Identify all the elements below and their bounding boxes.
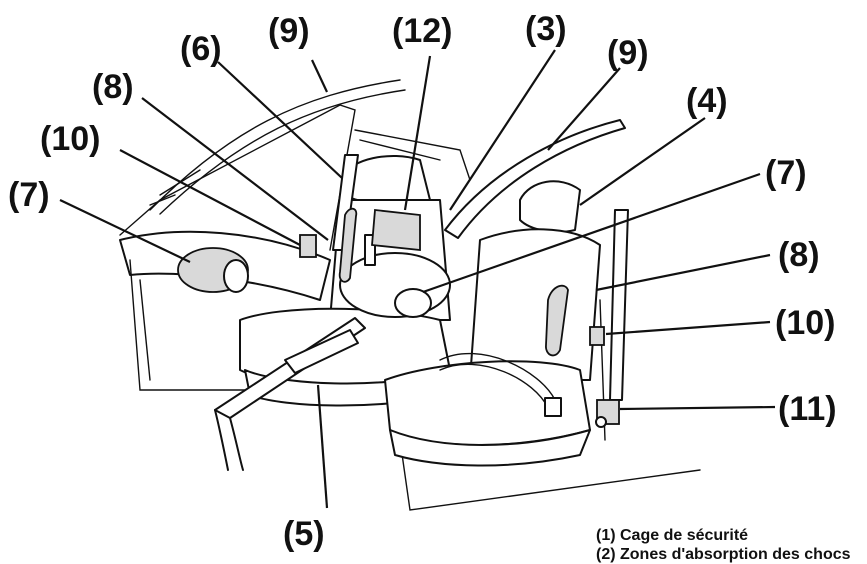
callout-4: (4) <box>686 82 728 120</box>
leader-7-left <box>59 199 191 263</box>
legend-item-2: (2) Zones d'absorption des chocs <box>596 546 851 563</box>
leader-8-right <box>595 253 771 292</box>
callout-labels: (9) (12) (3) (6) (9) (8) (4) (10) (7) (7… <box>8 10 837 553</box>
callout-9-right: (9) <box>607 34 649 72</box>
legend: (1) Cage de sécurité (2) Zones d'absorpt… <box>596 526 851 564</box>
callout-6: (6) <box>180 30 222 68</box>
leader-11 <box>619 405 776 411</box>
leader-12 <box>403 55 432 211</box>
leader-8-left <box>141 97 329 241</box>
callout-8-left: (8) <box>92 68 134 106</box>
callout-8-right: (8) <box>778 236 820 274</box>
leader-3 <box>449 49 556 211</box>
callout-7-right: (7) <box>765 154 807 192</box>
callout-10-left: (10) <box>40 120 100 158</box>
callout-9-top: (9) <box>268 12 310 50</box>
leader-9-right <box>547 67 621 151</box>
callout-10-right: (10) <box>775 304 835 342</box>
leader-10-right <box>605 320 771 336</box>
leader-4 <box>579 117 706 206</box>
callout-3: (3) <box>525 10 567 48</box>
callout-7-left: (7) <box>8 176 50 214</box>
callout-12: (12) <box>392 12 452 50</box>
leader-5 <box>316 384 329 509</box>
legend-item-1: (1) Cage de sécurité <box>596 527 749 544</box>
leader-6 <box>217 61 343 179</box>
leader-7-right <box>422 172 761 294</box>
leader-9-top <box>311 59 328 93</box>
callout-5: (5) <box>283 515 325 553</box>
callout-11: (11) <box>778 390 837 428</box>
vehicle-cabin-illustration <box>119 79 701 511</box>
leader-10-left <box>119 149 301 246</box>
leader-lines <box>59 49 776 509</box>
